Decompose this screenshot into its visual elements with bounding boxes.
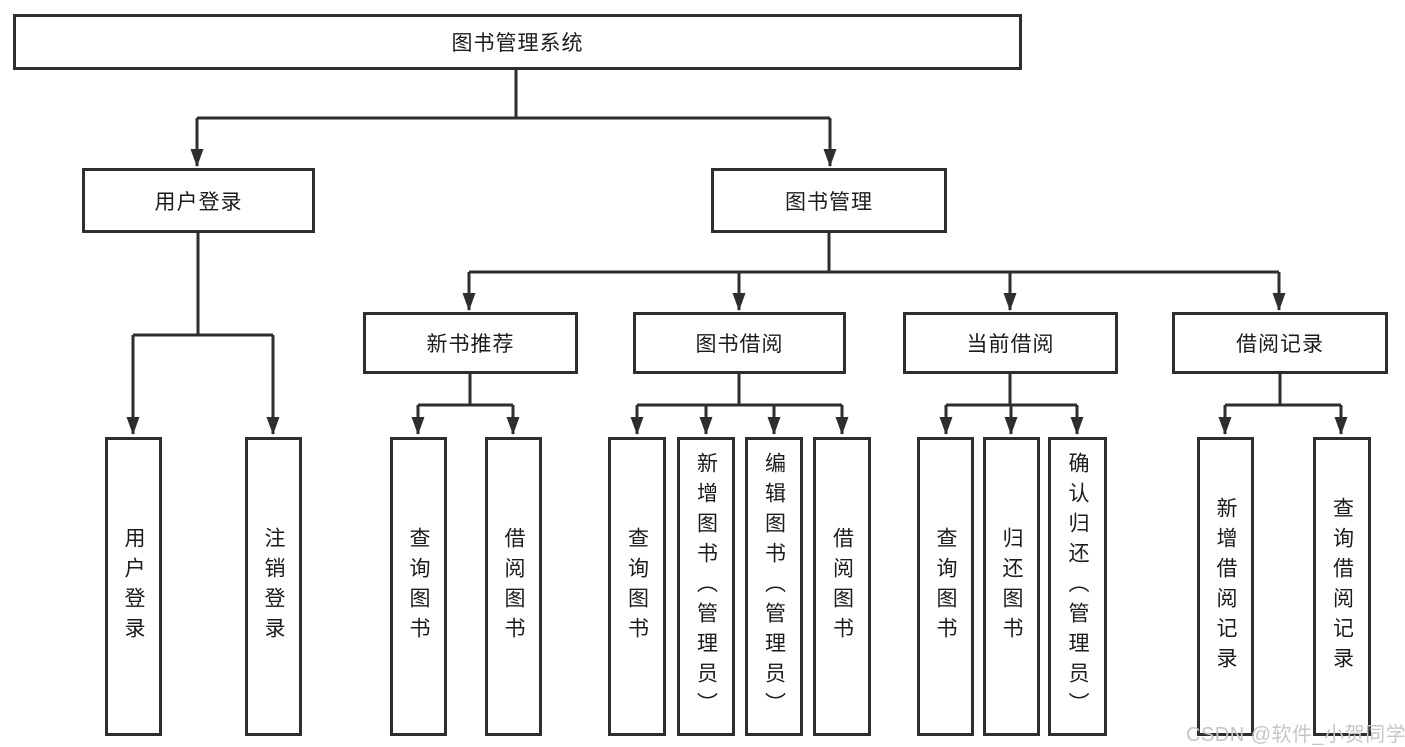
leaf-query-book-3: 查询图书 bbox=[917, 437, 974, 736]
leaf-query-book-2: 查询图书 bbox=[608, 437, 666, 736]
leaf-add-borrow-record: 新增借阅记录 bbox=[1197, 437, 1254, 736]
leaf-query-borrow-record-label: 查询借阅记录 bbox=[1330, 496, 1354, 677]
node-book-management: 图书管理 bbox=[711, 168, 947, 233]
node-book-borrow: 图书借阅 bbox=[633, 312, 846, 374]
leaf-logout-label: 注销登录 bbox=[262, 526, 285, 647]
leaf-query-borrow-record: 查询借阅记录 bbox=[1313, 437, 1371, 736]
node-current-borrow-label: 当前借阅 bbox=[966, 333, 1055, 356]
node-borrow-records: 借阅记录 bbox=[1172, 312, 1388, 374]
node-root-label: 图书管理系统 bbox=[451, 32, 584, 55]
leaf-borrow-book-2-label: 借阅图书 bbox=[830, 526, 854, 647]
node-book-borrow-label: 图书借阅 bbox=[695, 333, 784, 356]
leaf-confirm-return-admin-label: 确认归还（管理员） bbox=[1066, 451, 1089, 722]
node-borrow-records-label: 借阅记录 bbox=[1236, 333, 1324, 356]
leaf-borrow-book-1-label: 借阅图书 bbox=[502, 526, 525, 647]
node-user-login: 用户登录 bbox=[82, 168, 315, 233]
node-new-book-recommend: 新书推荐 bbox=[363, 312, 578, 374]
leaf-query-book-1-label: 查询图书 bbox=[407, 526, 430, 647]
node-new-book-recommend-label: 新书推荐 bbox=[426, 333, 515, 356]
leaf-logout: 注销登录 bbox=[245, 437, 302, 736]
leaf-return-book: 归还图书 bbox=[983, 437, 1040, 736]
leaf-user-login-label: 用户登录 bbox=[122, 526, 145, 647]
leaf-user-login: 用户登录 bbox=[105, 437, 162, 736]
leaf-add-book-admin-label: 新增图书（管理员） bbox=[694, 451, 718, 722]
leaf-add-book-admin: 新增图书（管理员） bbox=[677, 437, 735, 736]
leaf-confirm-return-admin: 确认归还（管理员） bbox=[1048, 437, 1107, 736]
leaf-borrow-book-2: 借阅图书 bbox=[813, 437, 871, 736]
leaf-query-book-2-label: 查询图书 bbox=[625, 526, 649, 647]
node-root-system: 图书管理系统 bbox=[13, 14, 1022, 70]
leaf-query-book-3-label: 查询图书 bbox=[934, 526, 957, 647]
node-user-login-label: 用户登录 bbox=[154, 190, 243, 214]
leaf-add-borrow-record-label: 新增借阅记录 bbox=[1214, 496, 1237, 677]
leaf-return-book-label: 归还图书 bbox=[1000, 526, 1023, 647]
leaf-borrow-book-1: 借阅图书 bbox=[485, 437, 542, 736]
node-current-borrow: 当前借阅 bbox=[903, 312, 1118, 374]
leaf-edit-book-admin-label: 编辑图书（管理员） bbox=[762, 451, 786, 722]
leaf-edit-book-admin: 编辑图书（管理员） bbox=[745, 437, 803, 736]
node-book-management-label: 图书管理 bbox=[785, 190, 873, 214]
leaf-query-book-1: 查询图书 bbox=[390, 437, 447, 736]
